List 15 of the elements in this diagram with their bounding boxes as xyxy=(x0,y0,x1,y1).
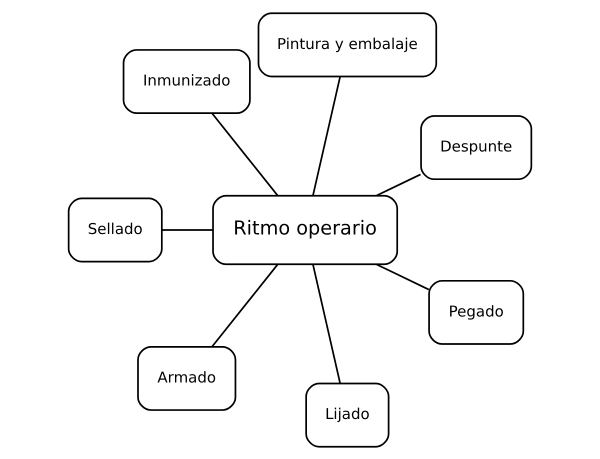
connector xyxy=(162,228,213,230)
node-box: Pintura y embalaje xyxy=(258,12,438,77)
node-box: Pegado xyxy=(428,279,524,344)
connector xyxy=(211,263,278,347)
node-box: Inmunizado xyxy=(122,48,251,114)
node-box: Sellado xyxy=(68,197,163,262)
connector xyxy=(376,173,421,196)
node-box: Ritmo operario xyxy=(212,194,398,265)
node-box: Lijado xyxy=(305,382,390,448)
node-box: Armado xyxy=(137,346,236,410)
connector xyxy=(312,264,341,384)
connector xyxy=(211,112,278,196)
node-box: Despunte xyxy=(420,114,532,180)
connector xyxy=(312,76,341,196)
connector xyxy=(376,263,430,290)
